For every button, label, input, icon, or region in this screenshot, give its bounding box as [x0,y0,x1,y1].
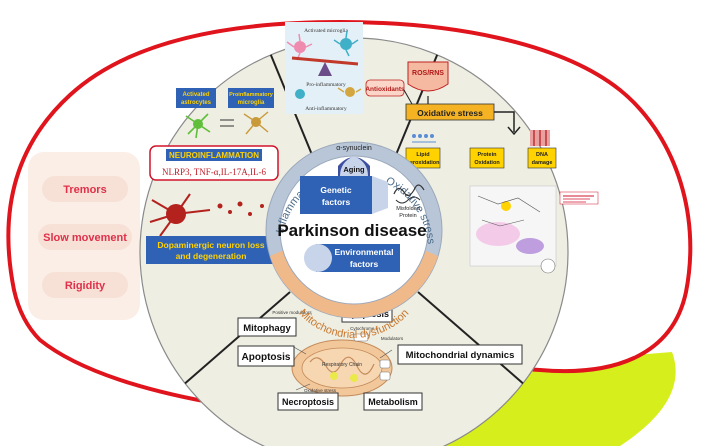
main-title: Parkinson disease [277,221,426,240]
symptom-slow-movement: Slow movement [43,232,127,244]
oxidative-stress-label: Oxidative stress [417,108,483,118]
aging-label: Aging [343,165,365,174]
mitophagy-box [237,317,297,337]
seesaw-icon [291,56,359,76]
symptom-badge-slow [38,224,132,250]
lipid-line2: peroxidation [406,160,440,166]
label-anti-inflammatory: Anti-inflammatory [305,105,347,112]
ros-rns-shield [407,61,449,92]
mito-dynamics-label: Mitochondrial dynamics [406,350,515,361]
symptom-badge-tremors [42,176,128,202]
activated-astrocytes-label [176,88,216,108]
environmental-sphere [304,244,332,272]
protein-line2: Oxidation [474,160,500,166]
text-activated: Activated [182,92,209,98]
label-oxidative-small: Oxidative stress [304,388,337,393]
misfolded-line2: Protein [399,213,416,219]
environmental-line2: factors [350,259,379,269]
label-positive-modulators: Positive modulators [272,310,312,315]
alpha-synuclein-label: α-synuclein [336,145,372,152]
antioxidant-inhibit-line [403,89,413,105]
lipid-peroxidation-box [405,147,441,169]
dopaminergic-line2: and degeneration [176,251,247,261]
dna-damage-box [527,147,557,169]
label-respiratory-chain: Respiratory Chain [322,362,362,368]
genetic-line1: Genetic [320,185,351,195]
aging-badge [340,156,368,176]
dna-membrane-icon [530,130,550,146]
environmental-line1: Environmental [334,247,393,257]
lipid-line1: Lipid [416,152,429,158]
oxidative-branch-arrow [494,111,521,136]
genetic-factors-block [300,176,372,214]
genetic-line2: factors [322,197,351,207]
antioxidants-box [365,79,405,97]
apoptosis-left-box [237,345,295,367]
dopaminergic-box [146,236,276,264]
degenerating-neuron-icon [149,193,264,237]
antioxidants-label: Antioxidants [365,86,405,93]
misfolded-protein-icon [393,184,425,204]
text-microglia: microglia [238,100,265,106]
dna-line1: DNA [536,152,548,158]
protein-line1: Protein [478,152,498,158]
label-activated-microglia: Activated microglia [304,28,348,34]
exchange-arrows [220,119,234,127]
dopaminergic-line1: Dopaminergic neuron loss [157,240,264,250]
microglia-cells [286,30,359,61]
genetic-block-side [372,176,388,214]
symptom-rigidity: Rigidity [65,280,106,292]
mito-ring-segment [270,250,438,318]
text-proinflammatory: Proinflammatory [229,92,274,98]
neuroinflammation-title: NEUROINFLAMMATION [169,151,259,160]
label-pro-inflammatory: Pro-inflammatory [306,81,346,88]
label-modulators: Modulators [381,336,404,341]
symptom-tremors: Tremors [63,184,106,196]
necroptosis-label: Necroptosis [282,397,334,407]
lipid-membrane-icon [412,134,436,143]
symptom-badge-rigidity [42,272,128,298]
protein-oxidation-box [469,147,505,169]
ros-rns-label: ROS/RNS [412,70,444,77]
microglia-cells-lower [295,87,362,99]
apoptosis-left-label: Apoptosis [242,352,291,363]
proinflammatory-microglia-label [228,88,274,108]
metabolism-label: Metabolism [368,397,418,407]
mito-dynamics-box [397,344,523,365]
astrocyte-icon [185,113,211,139]
mitochondria-graphic [291,333,393,397]
dna-line2: damage [532,160,553,166]
text-astrocytes: astrocytes [181,100,212,106]
divider-upper-left [239,38,316,163]
necroptosis-box [277,392,339,411]
microglia-icon [243,111,269,135]
oxidative-pathway-graphic [469,185,599,274]
cytokines-text: NLRP3, TNF-α,IL-17A,IL-6 [162,167,267,177]
mitophagy-label: Mitophagy [243,323,291,334]
metabolism-box [363,392,423,411]
misfolded-line1: Misfolded [396,206,420,212]
neuroinflammation-title-bg [166,149,262,161]
label-cytochrome-c: Cytochrome c [350,326,379,331]
